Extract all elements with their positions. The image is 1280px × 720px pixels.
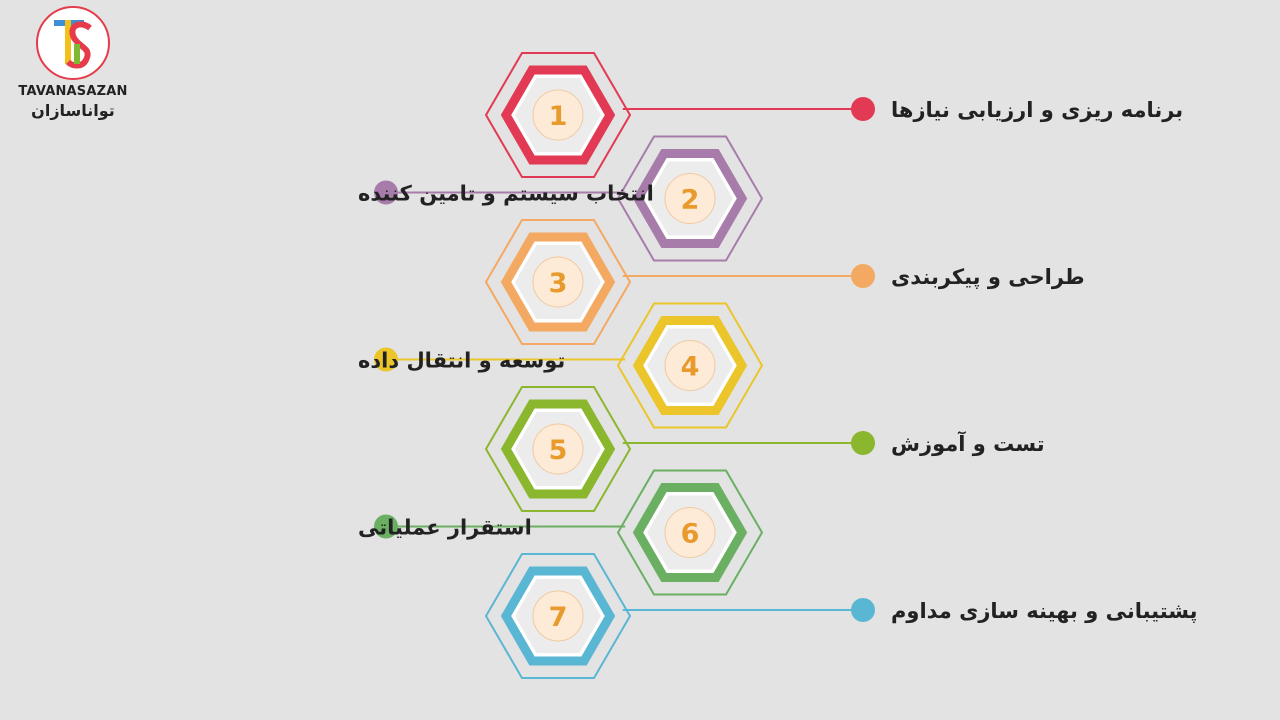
step-1: 1 برنامه ریزی و ارزیابی نیازها xyxy=(484,52,1183,178)
step-outline-hexagon xyxy=(484,553,632,679)
step-number: 5 xyxy=(549,435,568,466)
step-label: پشتیبانی و بهینه سازی مداوم xyxy=(891,599,1198,623)
step-number-circle xyxy=(664,173,716,224)
step-number-circle xyxy=(664,340,716,391)
step-number-circle xyxy=(532,590,584,642)
step-number-circle xyxy=(664,507,716,558)
step-label: استقرار عملیاتی xyxy=(358,516,532,540)
step-number: 3 xyxy=(549,268,568,299)
step-dot-icon xyxy=(851,97,875,121)
step-outline-hexagon xyxy=(484,52,632,178)
step-dot-icon xyxy=(374,514,398,539)
step-outline-hexagon xyxy=(616,302,764,429)
step-number-circle xyxy=(532,423,584,475)
step-outline-hexagon xyxy=(484,219,632,345)
step-label: طراحی و پیکربندی xyxy=(891,265,1085,289)
step-3: 3 طراحی و پیکربندی xyxy=(484,219,1085,345)
logo-latin-text: TAVANASAZAN xyxy=(18,84,128,99)
step-5: 5 تست و آموزش xyxy=(484,386,1045,512)
step-6: 6 استقرار عملیاتی xyxy=(358,469,764,596)
step-7: 7 پشتیبانی و بهینه سازی مداوم xyxy=(484,553,1198,679)
step-2: 2 انتخاب سیستم و تامین کننده xyxy=(358,135,764,262)
step-outline-hexagon xyxy=(484,386,632,512)
logo-persian-text: تواناسازان xyxy=(31,101,115,120)
step-number: 4 xyxy=(681,352,700,383)
step-label: توسعه و انتقال داده xyxy=(358,349,565,373)
step-dot-icon xyxy=(851,431,875,455)
step-dot-icon xyxy=(374,180,398,205)
step-dot-icon xyxy=(851,598,875,622)
step-number: 7 xyxy=(549,602,568,633)
step-number: 6 xyxy=(681,519,700,550)
step-label: انتخاب سیستم و تامین کننده xyxy=(358,182,654,206)
step-dot-icon xyxy=(851,264,875,288)
step-outline-hexagon xyxy=(616,135,764,262)
step-outline-hexagon xyxy=(616,469,764,596)
logo-badge-icon xyxy=(36,6,110,80)
brand-logo: TAVANASAZAN تواناسازان xyxy=(18,6,128,120)
step-label: برنامه ریزی و ارزیابی نیازها xyxy=(891,98,1183,122)
step-number: 2 xyxy=(681,185,700,216)
step-number-circle xyxy=(532,256,584,308)
step-4: 4 توسعه و انتقال داده xyxy=(358,302,764,429)
step-number-circle xyxy=(532,89,584,141)
step-number: 1 xyxy=(549,101,568,132)
step-label: تست و آموزش xyxy=(891,431,1045,456)
step-dot-icon xyxy=(374,347,398,372)
